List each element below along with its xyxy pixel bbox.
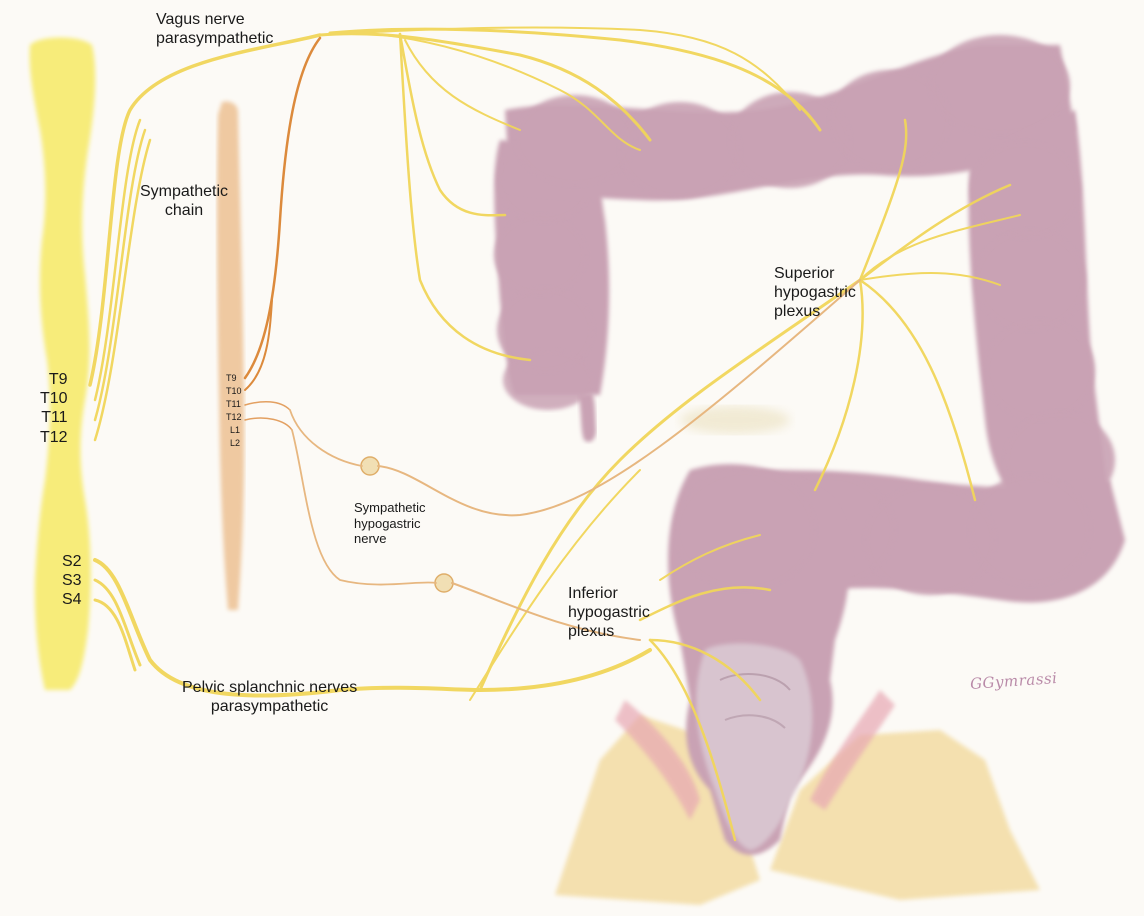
sympathetic-chain-label: Sympathetic chain [140,182,228,220]
chain-segment-labels: T9 T10 T11 T12 L1 L2 [226,372,242,450]
vagus-nerve-label: Vagus nerve parasympathetic [156,10,273,48]
sketch-mark [680,406,790,434]
thoracic-segment-labels: T9 T10 T11 T12 [40,370,68,447]
chain-label-l2: L2 [226,437,242,450]
chain-label-t9: T9 [226,372,242,385]
segment-label-s4: S4 [62,590,82,609]
sympathetic-fibers [245,38,320,430]
chain-label-l1: L1 [226,424,242,437]
segment-label-s2: S2 [62,552,82,571]
inferior-hypogastric-plexus-label: Inferior hypogastric plexus [568,584,650,642]
chain-label-t12: T12 [226,411,242,424]
sacral-segment-labels: S2 S3 S4 [62,552,82,610]
pelvic-splanchnic-nerves-label: Pelvic splanchnic nerves parasympathetic [182,678,357,716]
segment-label-s3: S3 [62,571,82,590]
colon [494,35,1125,855]
superior-hypogastric-plexus-label: Superior hypogastric plexus [774,264,856,322]
segment-label-t12: T12 [40,428,68,447]
segment-label-t10: T10 [40,389,68,408]
sympathetic-hypogastric-nerve-label: Sympathetic hypogastric nerve [354,500,426,547]
chain-label-t10: T10 [226,385,242,398]
chain-label-t11: T11 [226,398,242,411]
sympathetic-chain-column [217,101,244,610]
segment-label-t9: T9 [40,370,68,389]
segment-label-t11: T11 [40,408,68,427]
